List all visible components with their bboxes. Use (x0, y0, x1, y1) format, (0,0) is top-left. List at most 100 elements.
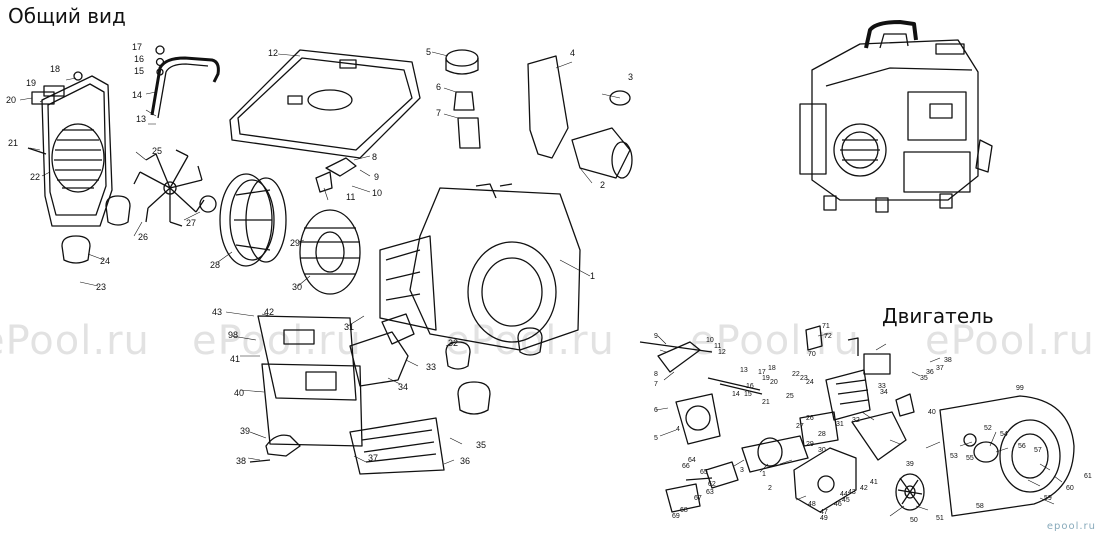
general-callout-15: 15 (134, 66, 144, 76)
general-callout-3: 3 (628, 72, 633, 82)
engine-callout-22: 22 (792, 371, 800, 378)
general-callout-33: 33 (426, 362, 436, 372)
site-logo: epool.ru (1046, 521, 1096, 532)
muffler (527, 55, 633, 179)
general-callout-41: 41 (230, 354, 240, 364)
general-callout-6: 6 (436, 82, 441, 92)
general-callout-42: 42 (264, 307, 274, 317)
engine-callout-13: 13 (740, 367, 748, 374)
general-callout-39: 39 (240, 426, 250, 436)
engine-callout-65: 65 (700, 469, 708, 476)
flywheel (219, 173, 287, 267)
title-engine: Двигатель (882, 304, 994, 328)
engine-callout-11: 11 (714, 343, 721, 350)
engine-callout-36: 36 (926, 369, 934, 376)
engine-callout-54: 54 (1000, 431, 1008, 438)
general-callout-37: 37 (368, 453, 378, 463)
engine-callout-3: 3 (740, 467, 744, 474)
fuel-tank (229, 49, 421, 159)
engine-callout-24: 24 (806, 379, 814, 386)
general-callout-18: 18 (50, 64, 60, 74)
cooling-fan (133, 149, 205, 227)
engine-callout-31: 31 (836, 421, 844, 428)
general-callout-26: 26 (138, 232, 148, 242)
general-callout-1: 1 (590, 271, 595, 281)
engine-assembly (379, 183, 581, 351)
engine-callout-18: 18 (768, 365, 776, 372)
engine-callout-4: 4 (676, 426, 680, 433)
engine-callout-26: 26 (806, 415, 814, 422)
general-callout-11: 11 (346, 192, 355, 202)
general-callout-5: 5 (426, 47, 431, 57)
engine-callout-50: 50 (910, 517, 918, 524)
stator (299, 209, 361, 295)
engine-callout-52: 52 (984, 425, 992, 432)
engine-callout-69: 69 (672, 513, 680, 520)
engine-callout-49: 49 (820, 515, 828, 522)
engine-callout-29: 29 (806, 441, 814, 448)
general-callout-14: 14 (132, 90, 142, 100)
engine-callout-16: 16 (746, 383, 754, 390)
engine-callout-61: 61 (1084, 473, 1092, 480)
engine-callout-10: 10 (706, 337, 714, 344)
engine-callout-35: 35 (920, 375, 928, 382)
engine-callout-45: 45 (842, 497, 850, 504)
general-callout-7: 7 (436, 108, 441, 118)
general-callout-30: 30 (292, 282, 302, 292)
control-panel (257, 315, 363, 447)
watermark: ePool.ru (192, 318, 362, 364)
engine-callout-43: 43 (848, 489, 856, 496)
generator-photo (799, 20, 993, 213)
engine-callout-40: 40 (928, 409, 936, 416)
general-callout-13: 13 (136, 114, 146, 124)
engine-callout-2: 2 (768, 485, 772, 492)
engine-callout-19: 19 (762, 375, 770, 382)
engine-callout-15: 15 (744, 391, 752, 398)
general-callout-32: 32 (448, 338, 458, 348)
engine-callout-21: 21 (762, 399, 770, 406)
general-callout-38: 38 (236, 456, 246, 466)
engine-callout-63: 63 (706, 489, 714, 496)
general-callout-31: 31 (344, 322, 354, 332)
engine-callout-23: 23 (800, 375, 808, 382)
engine-callout-57: 57 (1034, 447, 1042, 454)
engine-callout-60: 60 (1066, 485, 1074, 492)
engine-exploded (639, 325, 1075, 517)
engine-callout-27: 27 (796, 423, 804, 430)
engine-callout-34: 34 (880, 389, 888, 396)
engine-callout-70: 70 (808, 351, 816, 358)
engine-callout-47: 47 (820, 509, 828, 516)
general-callout-40: 40 (234, 388, 244, 398)
watermark: ePool.ru (690, 318, 860, 364)
engine-callout-6: 6 (654, 407, 658, 414)
title-general-view: Общий вид (8, 4, 126, 28)
engine-callout-33: 33 (878, 383, 886, 390)
engine-callout-12: 12 (718, 349, 726, 356)
engine-callout-62: 62 (708, 481, 716, 488)
engine-callout-66: 66 (682, 463, 690, 470)
general-callout-27: 27 (186, 218, 196, 228)
general-callout-22: 22 (30, 172, 40, 182)
engine-callout-44: 44 (840, 491, 848, 498)
general-callout-35: 35 (476, 440, 486, 450)
side-cover (41, 75, 113, 227)
general-callout-17: 17 (132, 42, 142, 52)
general-callout-2: 2 (600, 180, 605, 190)
engine-callout-51: 51 (936, 515, 944, 522)
general-callout-4: 4 (570, 48, 575, 58)
watermark: ePool.ru (0, 318, 150, 364)
engine-callout-25: 25 (786, 393, 794, 400)
engine-callout-39: 39 (906, 461, 914, 468)
engine-callout-30: 30 (818, 447, 826, 454)
engine-callout-5: 5 (654, 435, 658, 442)
general-callout-20: 20 (6, 95, 16, 105)
general-callout-19: 19 (26, 78, 36, 88)
engine-callout-72: 72 (824, 333, 832, 340)
general-callout-10: 10 (372, 188, 382, 198)
engine-callout-20: 20 (770, 379, 778, 386)
general-callout-12: 12 (268, 48, 278, 58)
engine-callout-32: 32 (852, 417, 860, 424)
engine-callout-1: 1 (762, 471, 766, 478)
engine-callout-28: 28 (818, 431, 826, 438)
